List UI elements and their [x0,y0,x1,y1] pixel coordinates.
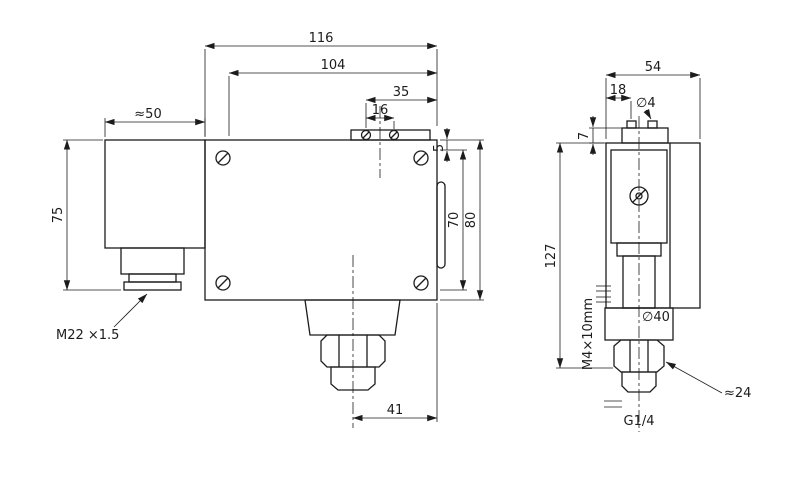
dim-41: 41 [387,403,404,418]
dim-50: ≈50 [134,107,161,122]
dim-35: 35 [393,85,410,100]
side-view: 54 18 ∅4 7 127 ∅40 M4×10mm G1/4 ≈24 [544,60,751,432]
dim-phi4: ∅4 [636,96,656,111]
side-thread-marks [604,400,622,408]
dim-75: 75 [51,207,66,224]
label-g14-thread: G1/4 [624,414,655,429]
front-cover-screws [215,150,429,291]
dim-54: 54 [645,60,662,75]
dim-7: 7 [577,132,592,140]
dim-127: 127 [544,244,559,269]
label-hex-24: ≈24 [724,386,751,401]
front-cable-clamp [360,129,400,141]
dim-18: 18 [610,83,627,98]
dim-104: 104 [321,58,346,73]
dim-70: 70 [447,212,462,229]
dim-5: 5 [432,144,447,152]
front-pressure-port [304,299,401,391]
side-dimensions [556,71,723,394]
dim-80: 80 [464,212,479,229]
dim-116: 116 [309,31,334,46]
side-mounting-holes [596,285,611,303]
front-dimensions [63,42,484,422]
dim-16: 16 [372,103,389,118]
front-center-lines [352,106,381,428]
front-view: 116 104 35 16 ≈50 75 5 70 80 41 M22 ×1.5 [51,31,484,428]
side-body-outline [605,120,701,309]
front-conduit-connector [120,247,185,291]
label-m22-thread: M22 ×1.5 [56,328,119,343]
label-m4-screw: M4×10mm [581,298,596,370]
dim-phi40: ∅40 [642,310,670,325]
